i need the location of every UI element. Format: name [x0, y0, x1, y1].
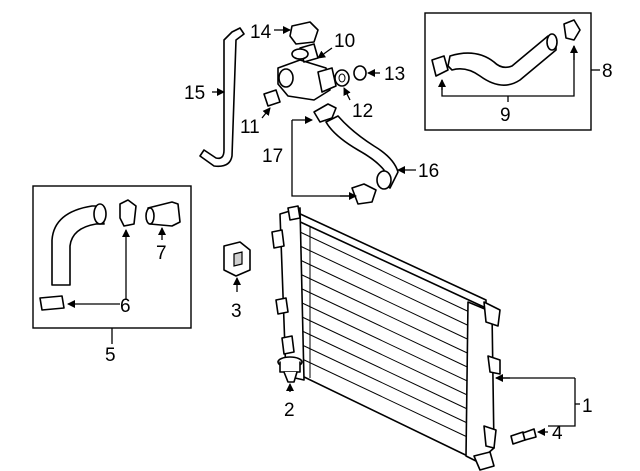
callout-11: 11 [240, 117, 260, 138]
callout-12: 12 [352, 101, 373, 122]
drain-plug [277, 356, 303, 383]
callout-15: 15 [184, 83, 205, 104]
callout-6: 6 [120, 296, 131, 317]
callout-2: 2 [284, 400, 295, 421]
lower-hose [291, 103, 416, 205]
bolt [510, 428, 537, 445]
callout-16: 16 [418, 161, 439, 182]
callout-4: 4 [552, 423, 563, 444]
callout-1: 1 [582, 396, 593, 417]
vent-hose [199, 27, 245, 168]
thermostat-housing [277, 43, 337, 101]
upper-hose-box [424, 12, 600, 131]
hose-kit-box [32, 185, 192, 344]
radiator-fins [299, 226, 481, 444]
callout-3: 3 [231, 301, 242, 322]
callout-17: 17 [262, 146, 283, 167]
callout-9: 9 [500, 105, 511, 126]
radiator-assembly [271, 205, 501, 471]
callout-10: 10 [334, 31, 355, 52]
callout-14: 14 [250, 22, 272, 43]
callout-8: 8 [602, 61, 613, 82]
callout-7: 7 [156, 243, 167, 264]
filler-cap [289, 21, 319, 45]
gasket [261, 89, 281, 119]
seal-13 [353, 65, 380, 81]
seal-12 [334, 69, 351, 101]
callout-5: 5 [105, 345, 116, 366]
mount-bracket [223, 241, 251, 277]
callout-13: 13 [384, 64, 405, 85]
